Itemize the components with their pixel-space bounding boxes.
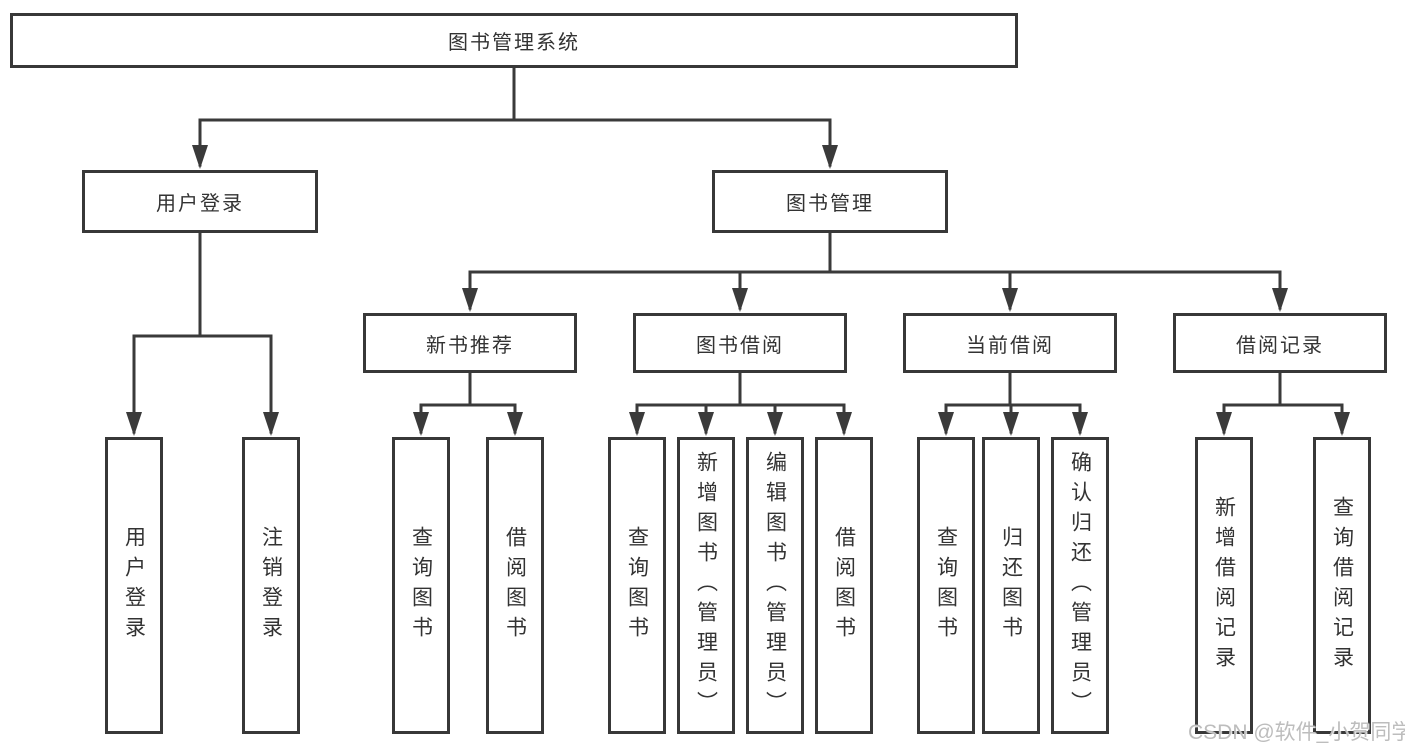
node-book-management: 图书管理 xyxy=(712,170,948,233)
leaf-label: 归还图书 xyxy=(999,525,1023,646)
node-label: 图书管理系统 xyxy=(448,32,580,54)
leaf-add-borrow-record: 新增借阅记录 xyxy=(1195,437,1253,734)
node-label: 用户登录 xyxy=(156,193,244,215)
leaf-label: 查询借阅记录 xyxy=(1330,495,1354,676)
leaf-label: 新增图书（管理员） xyxy=(694,450,718,721)
leaf-query-books-recommend: 查询图书 xyxy=(392,437,450,734)
leaf-label: 借阅图书 xyxy=(832,525,856,646)
leaf-query-books-current: 查询图书 xyxy=(917,437,975,734)
node-borrowing-records: 借阅记录 xyxy=(1173,313,1387,373)
node-new-book-recommendation: 新书推荐 xyxy=(363,313,577,373)
leaf-label: 查询图书 xyxy=(409,525,433,646)
leaf-query-books-borrow: 查询图书 xyxy=(608,437,666,734)
node-book-borrowing: 图书借阅 xyxy=(633,313,847,373)
node-user-login: 用户登录 xyxy=(82,170,318,233)
leaf-label: 确认归还（管理员） xyxy=(1068,450,1092,721)
node-label: 图书管理 xyxy=(786,193,874,215)
leaf-label: 注销登录 xyxy=(259,525,283,646)
leaf-query-borrow-record: 查询借阅记录 xyxy=(1313,437,1371,734)
leaf-borrow-books-recommend: 借阅图书 xyxy=(486,437,544,734)
watermark: CSDN @软件_小贺同学 xyxy=(1188,721,1405,744)
leaf-return-book: 归还图书 xyxy=(982,437,1040,734)
leaf-edit-book-admin: 编辑图书（管理员） xyxy=(746,437,804,734)
leaf-confirm-return-admin: 确认归还（管理员） xyxy=(1051,437,1109,734)
node-label: 当前借阅 xyxy=(966,334,1054,357)
leaf-logout: 注销登录 xyxy=(242,437,300,734)
node-label: 新书推荐 xyxy=(426,334,514,357)
node-current-borrowing: 当前借阅 xyxy=(903,313,1117,373)
leaf-label: 查询图书 xyxy=(934,525,958,646)
leaf-user-login: 用户登录 xyxy=(105,437,163,734)
leaf-label: 新增借阅记录 xyxy=(1212,495,1236,676)
leaf-label: 用户登录 xyxy=(122,525,146,646)
leaf-borrow-books-borrow: 借阅图书 xyxy=(815,437,873,734)
leaf-label: 编辑图书（管理员） xyxy=(763,450,787,721)
leaf-add-book-admin: 新增图书（管理员） xyxy=(677,437,735,734)
leaf-label: 查询图书 xyxy=(625,525,649,646)
leaf-label: 借阅图书 xyxy=(503,525,527,646)
node-label: 图书借阅 xyxy=(696,334,784,357)
node-label: 借阅记录 xyxy=(1236,334,1324,357)
node-library-management-system: 图书管理系统 xyxy=(10,13,1018,68)
